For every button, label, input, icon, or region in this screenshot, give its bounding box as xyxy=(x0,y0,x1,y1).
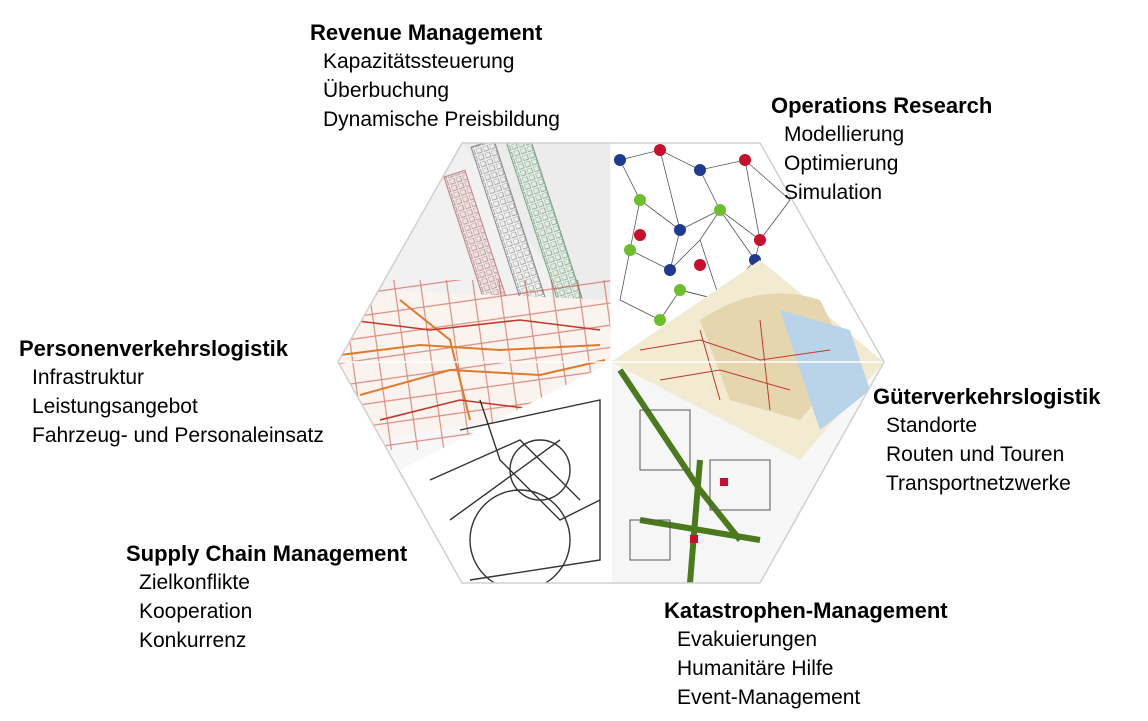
gueterverkehrslogistik-item: Transportnetzwerke xyxy=(886,472,1071,495)
revenue-management-item: Kapazitätssteuerung xyxy=(323,50,515,73)
operations-research-item: Optimierung xyxy=(784,152,899,175)
supply-chain-management-group: Supply Chain Management Zielkonflikte Ko… xyxy=(126,540,407,655)
revenue-management-item: Dynamische Preisbildung xyxy=(323,108,560,131)
red-nodes xyxy=(634,144,766,271)
supply-chain-management-item: Konkurrenz xyxy=(139,629,247,652)
revenue-management-item: Überbuchung xyxy=(323,79,450,102)
supply-chain-management-item: Zielkonflikte xyxy=(139,571,250,594)
operations-research-group: Operations Research Modellierung Optimie… xyxy=(771,92,992,207)
operations-research-item: Simulation xyxy=(784,181,883,204)
personenverkehrslogistik-item: Infrastruktur xyxy=(32,366,145,389)
gueterverkehrslogistik-title: Güterverkehrslogistik xyxy=(873,384,1101,409)
gueterverkehrslogistik-group: Güterverkehrslogistik Standorte Routen u… xyxy=(873,383,1100,498)
operations-research-title: Operations Research xyxy=(771,93,993,118)
revenue-management-title: Revenue Management xyxy=(310,20,543,45)
gueterverkehrslogistik-item: Routen und Touren xyxy=(886,443,1065,466)
personenverkehrslogistik-item: Fahrzeug- und Personaleinsatz xyxy=(32,424,324,447)
revenue-management-group: Revenue Management Kapazitätssteuerung Ü… xyxy=(310,19,560,134)
katastrophen-management-item: Humanitäre Hilfe xyxy=(677,657,834,680)
technical-drawing-image xyxy=(400,362,611,583)
personenverkehrslogistik-item: Leistungsangebot xyxy=(32,395,198,418)
transport-map-image xyxy=(611,260,884,460)
evacuation-plan-image xyxy=(611,362,800,583)
personenverkehrslogistik-group: Personenverkehrslogistik Infrastruktur L… xyxy=(19,335,324,450)
katastrophen-management-title: Katastrophen-Management xyxy=(664,598,948,623)
supply-chain-management-title: Supply Chain Management xyxy=(126,541,408,566)
katastrophen-management-item: Event-Management xyxy=(677,686,861,709)
supply-chain-management-item: Kooperation xyxy=(139,600,253,623)
personenverkehrslogistik-title: Personenverkehrslogistik xyxy=(19,336,289,361)
katastrophen-management-item: Evakuierungen xyxy=(677,628,818,651)
operations-research-item: Modellierung xyxy=(784,123,905,146)
katastrophen-management-group: Katastrophen-Management Evakuierungen Hu… xyxy=(664,597,948,712)
gueterverkehrslogistik-item: Standorte xyxy=(886,414,978,437)
green-nodes xyxy=(624,194,726,326)
